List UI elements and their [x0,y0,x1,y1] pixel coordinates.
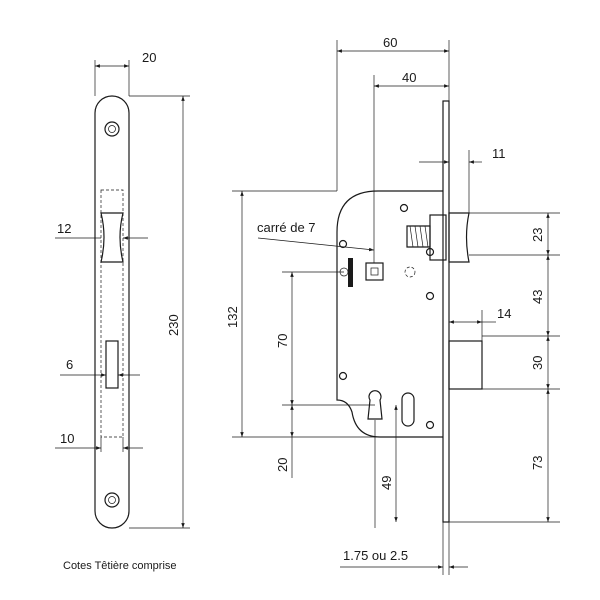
lock-case-body [336,190,443,438]
top-screw-hole [104,121,120,137]
dim-faceplate-length: 230 [166,314,181,336]
latch-bolt [448,212,470,263]
dim-plate-thickness: 1.75 ou 2.5 [343,548,408,563]
dim-bolt-cutout: 6 [66,357,73,372]
dim-latch-height: 23 [530,228,545,242]
keyhole [367,390,383,420]
dim-backset: 40 [402,70,416,85]
dim-faceplate-width: 20 [142,50,156,65]
dim-key-to-plate-bottom: 49 [379,476,394,490]
side-dimensions: 60 40 carré de 7 11 23 43 30 73 14 [225,35,560,575]
dim-latch-projection: 11 [492,146,506,161]
oval-hole [401,392,415,427]
lock-side-view [336,100,483,523]
dim-key-to-case-bottom: 20 [275,458,290,472]
faceplate-front-view [94,95,130,529]
hidden-case-outline [100,189,124,438]
dead-bolt [448,340,483,390]
dim-case-height: 132 [225,306,240,328]
faceplate-profile [442,100,450,523]
front-dimensions: 20 230 12 6 10 [55,50,190,529]
dim-case-depth: 60 [383,35,397,50]
spindle-square [365,262,384,281]
dim-spindle-to-key: 70 [275,334,290,348]
dim-latch-cutout: 12 [57,221,71,236]
dim-lower-offset: 10 [60,431,74,446]
dim-bolt-projection: 14 [497,306,511,321]
dimension-note: Cotes Têtière comprise [63,560,177,572]
dim-bolt-to-bottom: 73 [530,456,545,470]
dim-latch-to-bolt: 43 [530,290,545,304]
bolt-cutout [105,340,119,389]
spindle-label: carré de 7 [257,220,316,235]
faceplate-outline [94,95,130,529]
latch-cutout [100,212,124,263]
bottom-screw-hole [104,492,120,508]
dim-bolt-height: 30 [530,356,545,370]
